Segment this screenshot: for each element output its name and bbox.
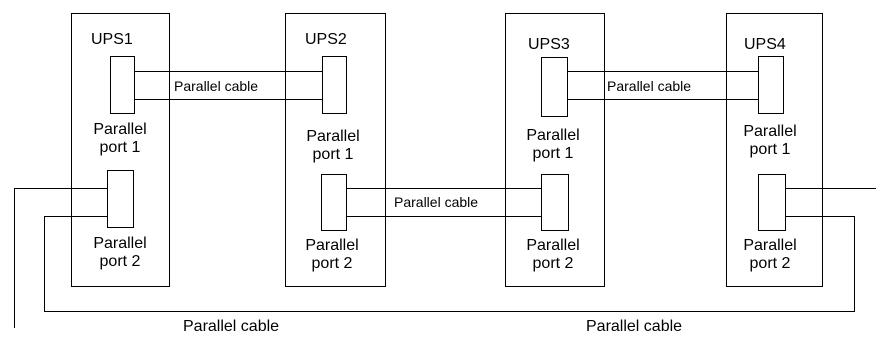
ups3-port2-label: Parallel port 2 bbox=[526, 237, 580, 272]
ups3-port2-connector bbox=[541, 174, 569, 231]
ups1-title: UPS1 bbox=[91, 31, 133, 48]
ups2-port2-connector bbox=[321, 174, 347, 231]
ups2-port1-label: Parallel port 1 bbox=[306, 128, 360, 163]
cable-ups3-ups4-label: Parallel cable bbox=[606, 78, 693, 94]
ups1-port2-connector bbox=[107, 170, 134, 228]
cable-bottom-left-label: Parallel cable bbox=[183, 318, 280, 335]
ups3-port1-label: Parallel port 1 bbox=[526, 127, 580, 162]
ups4-port1-label: Parallel port 1 bbox=[743, 123, 797, 158]
ups4-title: UPS4 bbox=[744, 36, 786, 53]
ups2-port1-connector bbox=[322, 56, 347, 114]
ups4-port1-connector bbox=[758, 56, 784, 114]
cable-ups1-ups2-label: Parallel cable bbox=[173, 78, 260, 94]
cable-ups2-ups3-label: Parallel cable bbox=[393, 194, 480, 210]
ups1-port2-label: Parallel port 2 bbox=[93, 235, 147, 270]
ups1-port1-connector bbox=[110, 56, 135, 114]
ups1-port1-label: Parallel port 1 bbox=[93, 121, 147, 156]
ups4-port2-label: Parallel port 2 bbox=[743, 237, 797, 272]
cable-bottom-right-label: Parallel cable bbox=[586, 318, 683, 335]
ups3-port1-connector bbox=[541, 57, 568, 117]
cable-loop-inner bbox=[44, 216, 855, 312]
ups4-port2-connector bbox=[758, 174, 786, 231]
ups3-title: UPS3 bbox=[528, 36, 570, 53]
cable-loop-outer bbox=[14, 188, 108, 328]
ups2-port2-label: Parallel port 2 bbox=[305, 237, 359, 272]
ups2-title: UPS2 bbox=[305, 31, 347, 48]
